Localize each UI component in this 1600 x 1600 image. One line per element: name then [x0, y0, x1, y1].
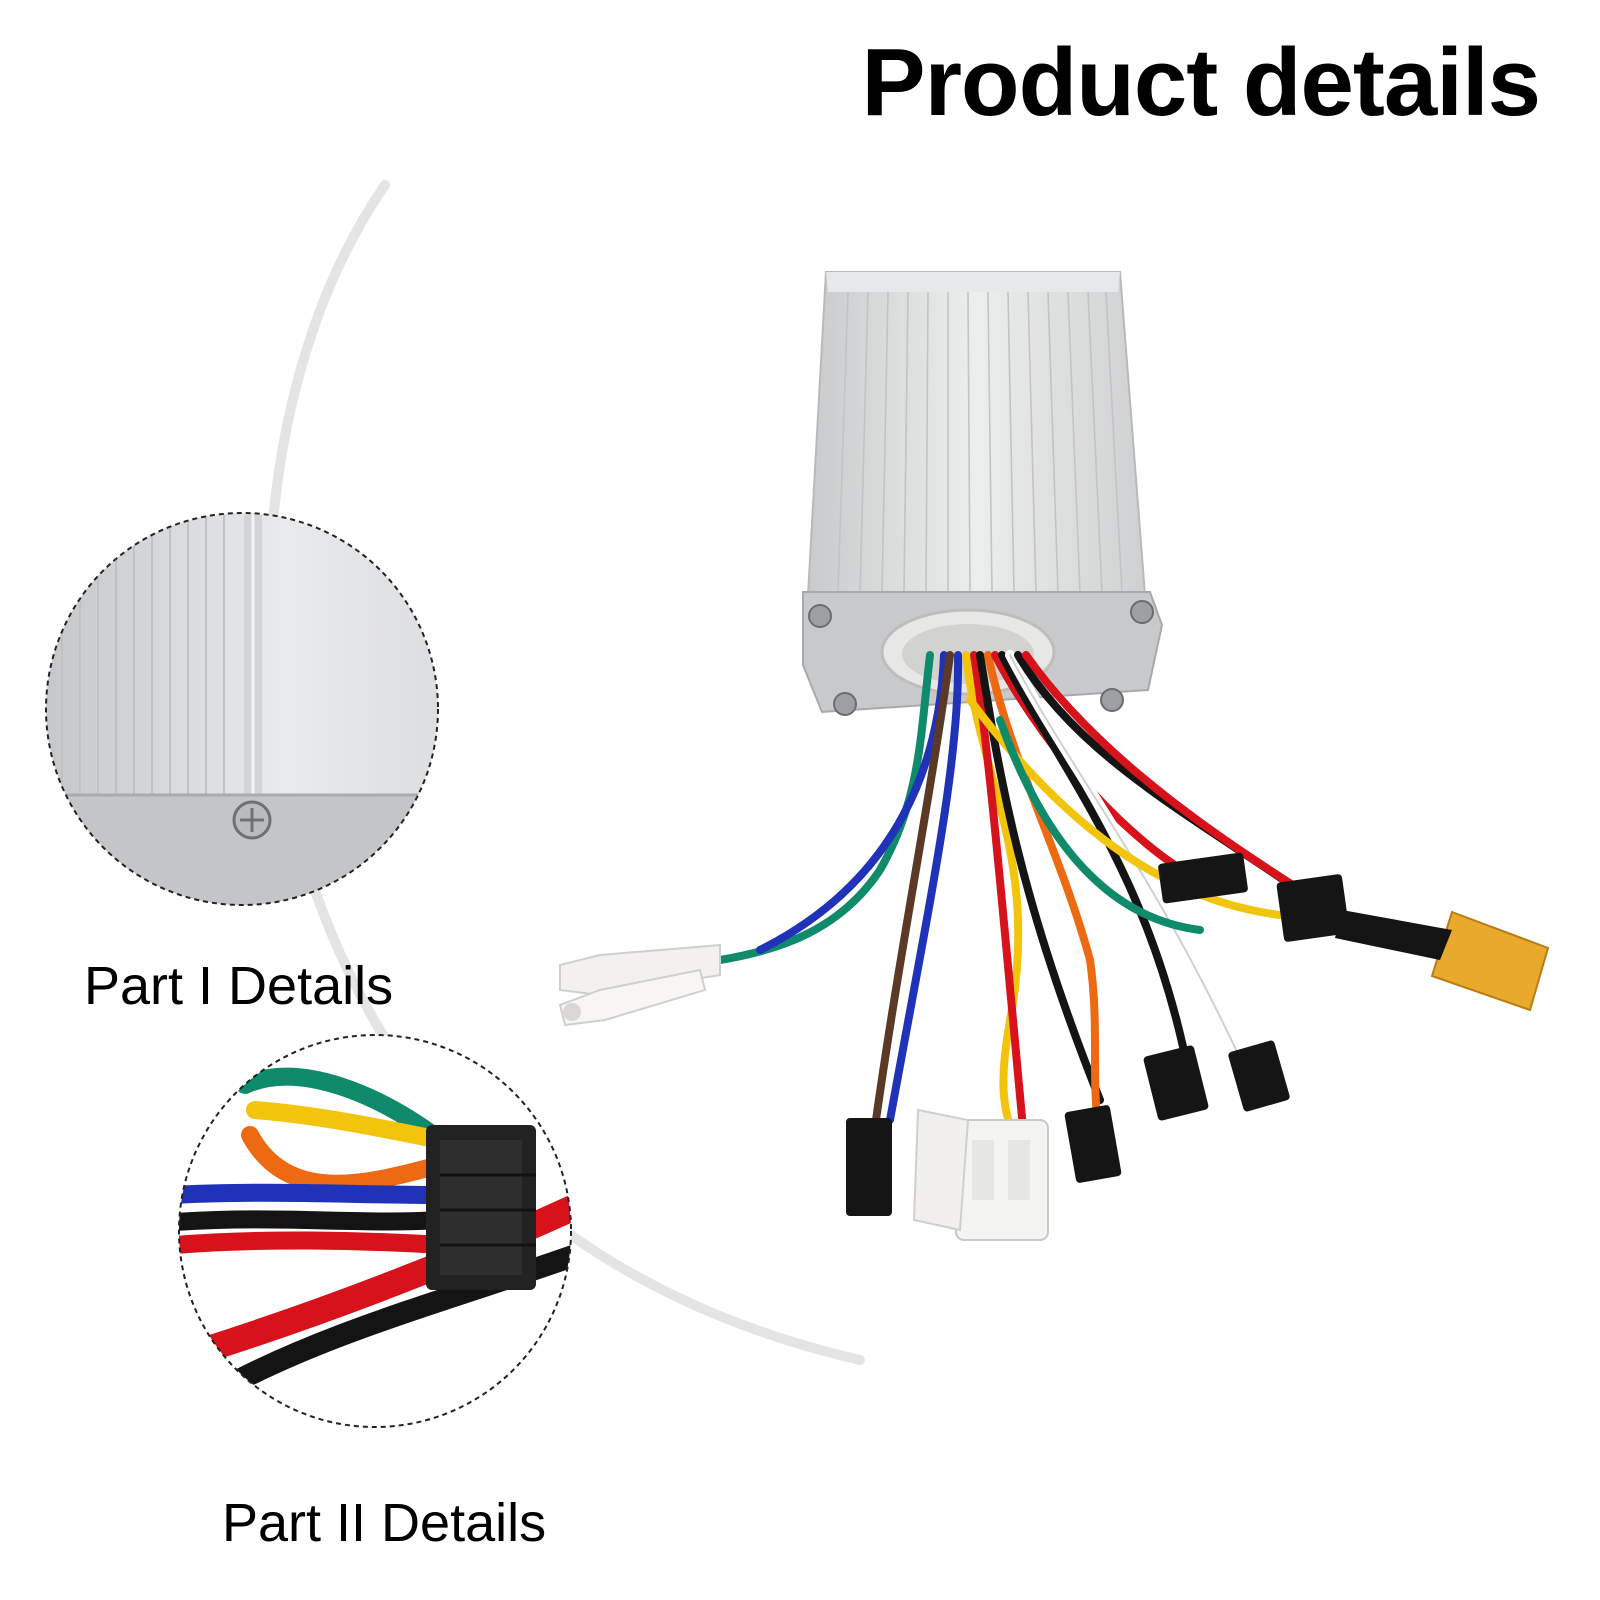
jst-connectors [846, 852, 1350, 1216]
detail-circle-part-1 [45, 512, 439, 906]
detail-circle-part-2 [178, 1034, 572, 1428]
screw-icon [232, 800, 272, 840]
background-swoosh [264, 180, 865, 1365]
detail-caption-part-1: Part I Details [84, 956, 394, 1016]
page-title: Product details [861, 29, 1541, 136]
wire-harness [716, 650, 1344, 1154]
white-plug [912, 1108, 1049, 1241]
jst-connector-zoom [426, 1125, 536, 1290]
screw-icon [808, 600, 1154, 716]
detail-caption-part-2: Part II Details [222, 1493, 547, 1553]
aluminum-housing [806, 271, 1147, 596]
bullet-connectors [558, 943, 721, 1027]
xt60-connector [1335, 910, 1550, 1012]
controller-unit [558, 271, 1550, 1241]
